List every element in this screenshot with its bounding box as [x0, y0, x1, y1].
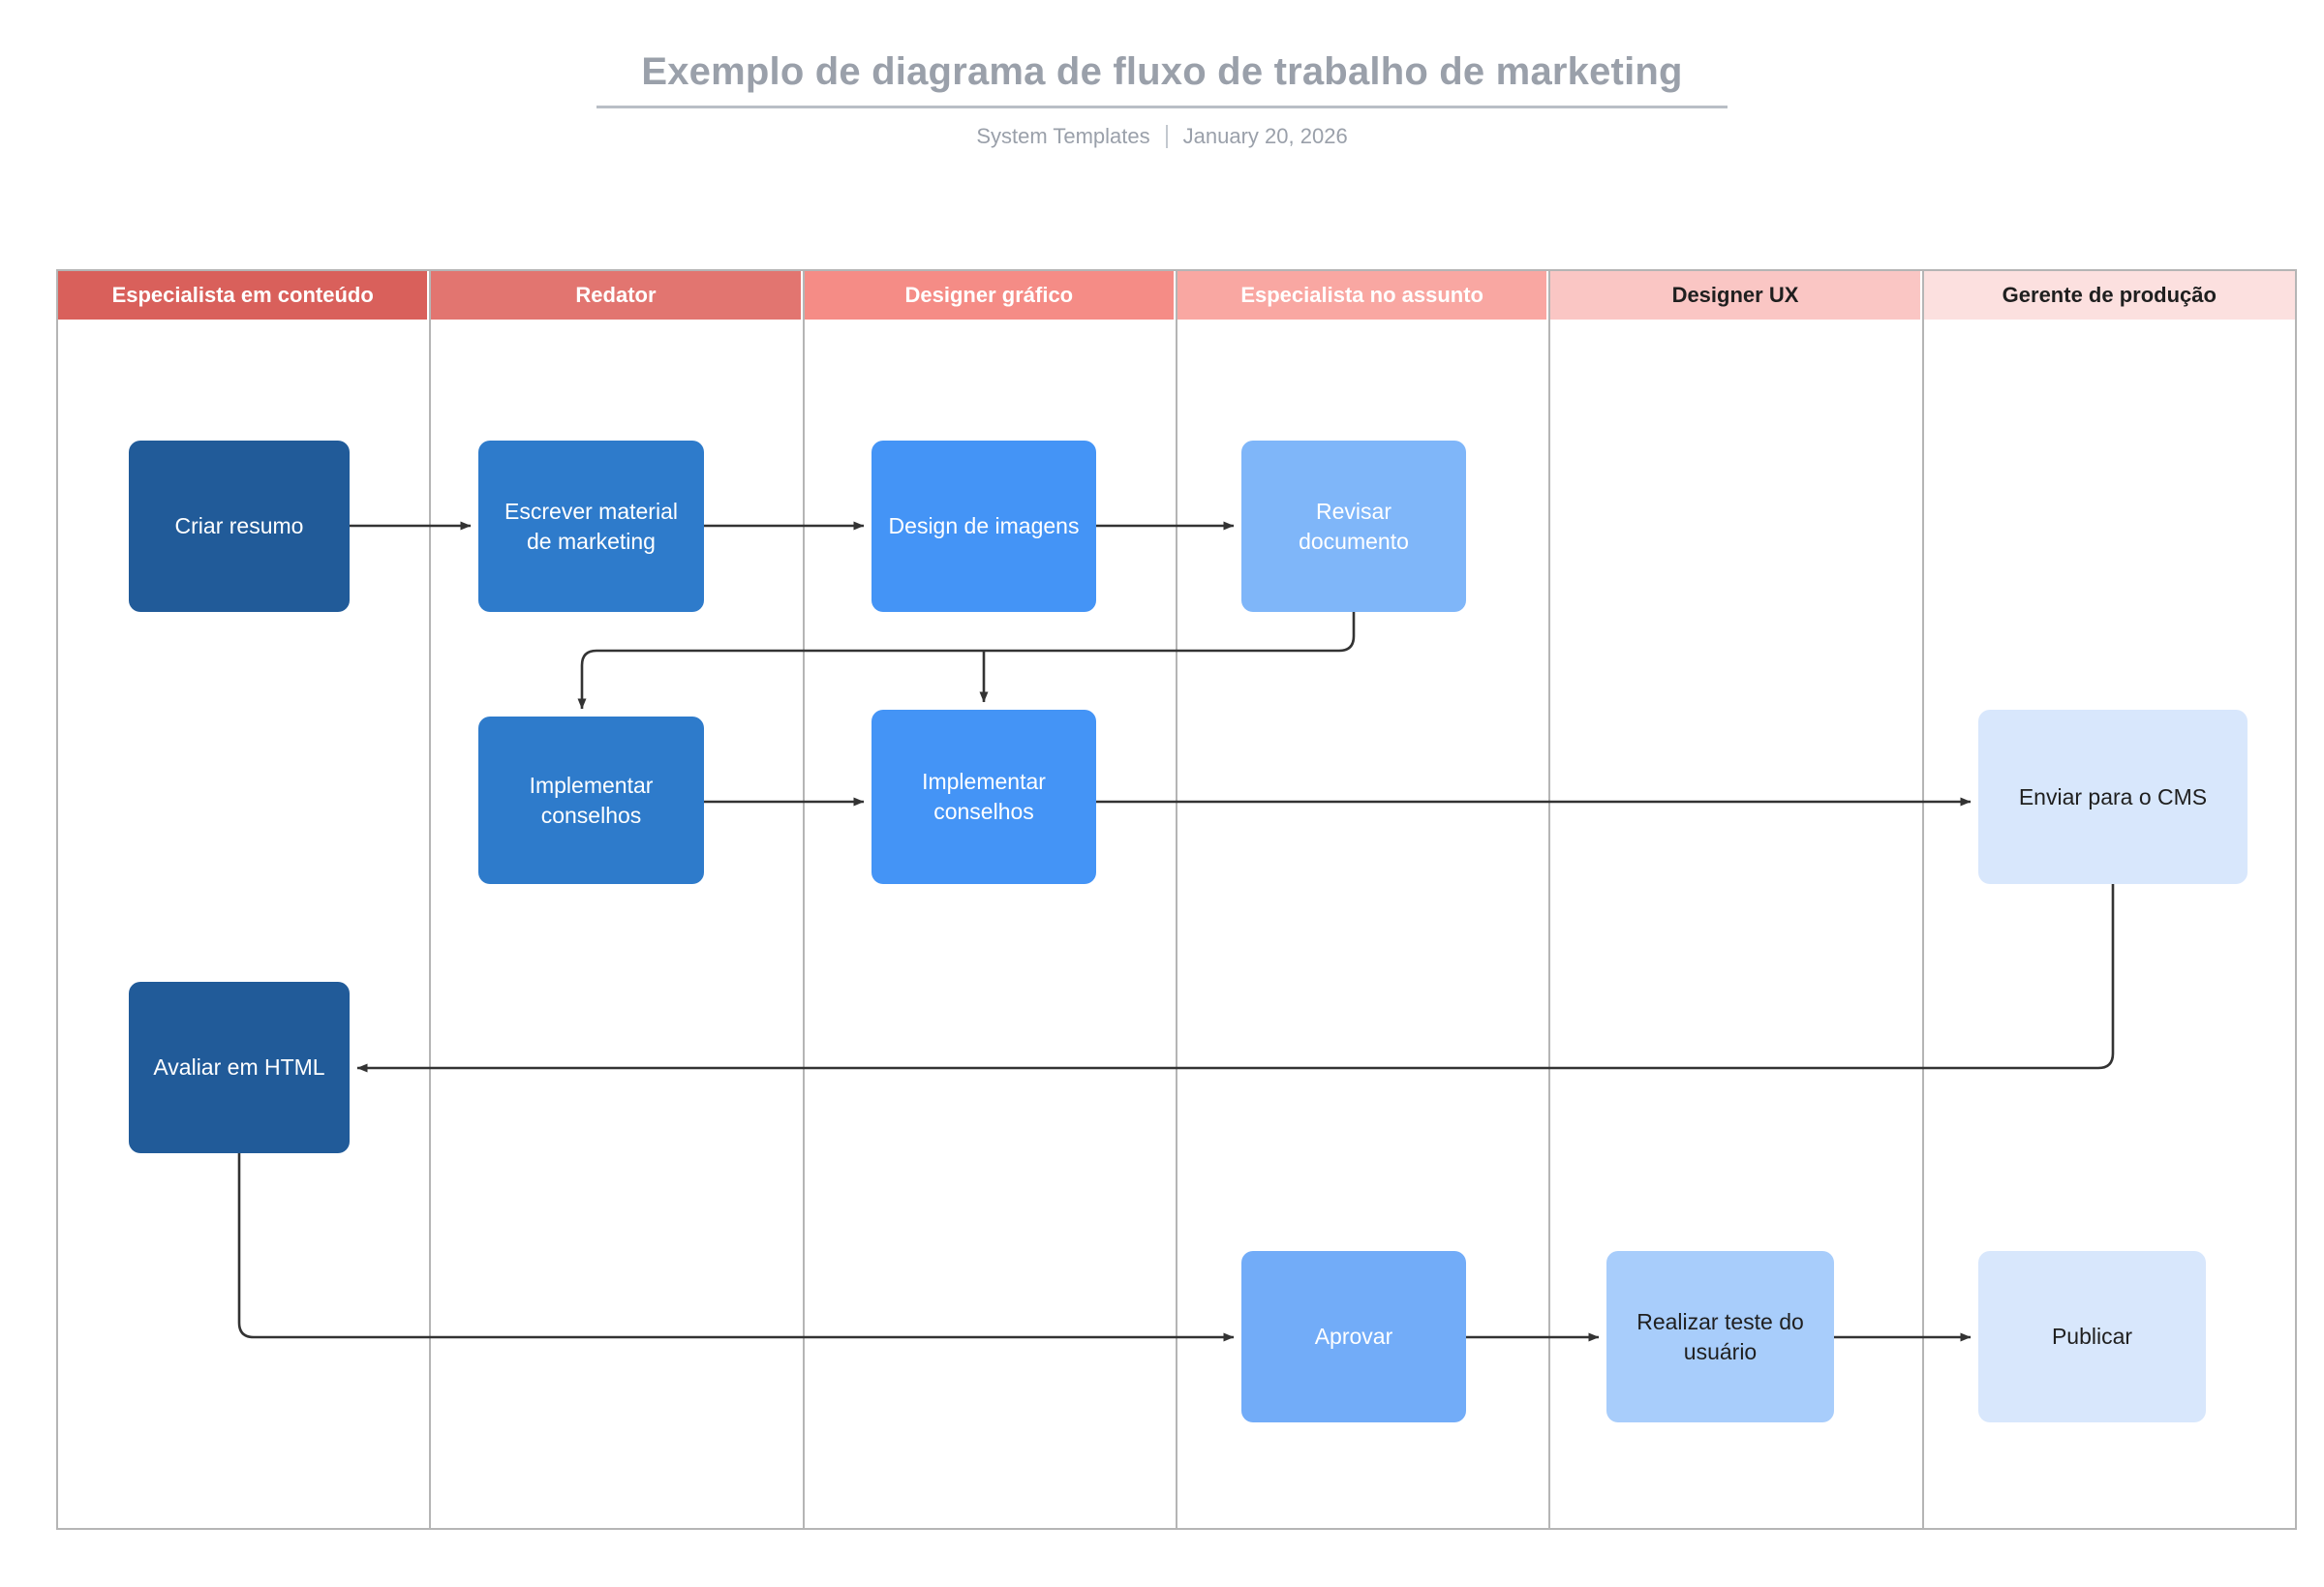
process-node-avaliar-html[interactable]: Avaliar em HTML [129, 982, 350, 1153]
subtitle-separator [1165, 125, 1168, 148]
process-node-implementar-1[interactable]: Implementar conselhos [478, 717, 704, 884]
lane-header[interactable]: Designer UX [1550, 271, 1922, 320]
lane-header[interactable]: Especialista no assunto [1177, 271, 1549, 320]
source-label: System Templates [976, 124, 1150, 148]
lane-header[interactable]: Gerente de produção [1923, 271, 2295, 320]
process-node-implementar-2[interactable]: Implementar conselhos [872, 710, 1096, 884]
process-node-escrever-material[interactable]: Escrever material de marketing [478, 441, 704, 612]
process-node-realizar-teste[interactable]: Realizar teste do usuário [1606, 1251, 1834, 1422]
process-node-aprovar[interactable]: Aprovar [1241, 1251, 1466, 1422]
subtitle-row: System Templates January 20, 2026 [0, 124, 2324, 149]
date-label: January 20, 2026 [1182, 124, 1348, 148]
process-node-revisar-documento[interactable]: Revisar documento [1241, 441, 1466, 612]
process-node-publicar[interactable]: Publicar [1978, 1251, 2206, 1422]
page-title: Exemplo de diagrama de fluxo de trabalho… [596, 50, 1728, 108]
process-node-design-imagens[interactable]: Design de imagens [872, 441, 1096, 612]
lane-header[interactable]: Redator [431, 271, 803, 320]
process-node-enviar-cms[interactable]: Enviar para o CMS [1978, 710, 2248, 884]
process-node-criar-resumo[interactable]: Criar resumo [129, 441, 350, 612]
title-block: Exemplo de diagrama de fluxo de trabalho… [0, 50, 2324, 149]
lane-header[interactable]: Designer gráfico [804, 271, 1176, 320]
lane-header[interactable]: Especialista em conteúdo [58, 271, 430, 320]
swimlane-column: Gerente de produção [1923, 271, 2295, 1528]
